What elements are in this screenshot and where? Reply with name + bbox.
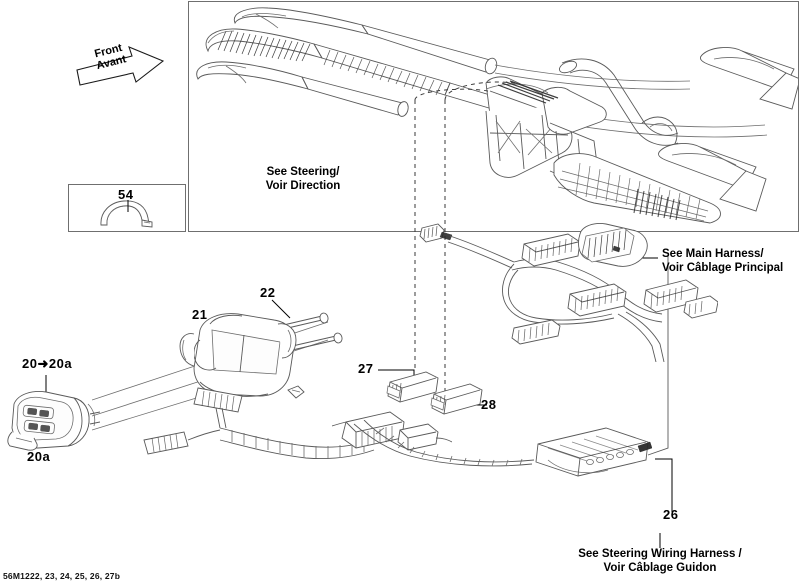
leader-26 [655,458,673,512]
callout-27: 27 [358,361,374,376]
part-54-drawing [100,200,153,228]
note-see-steering-line2: Voir Direction [265,179,341,192]
center-connector-cluster-drawing [332,411,452,451]
callout-54: 54 [118,187,134,202]
callout-20a: 20a [27,449,51,464]
connector-27-28-drawing [386,371,483,415]
note-steering-harness-line2: Voir Câblage Guidon [603,561,717,574]
connector-28 [430,383,483,415]
left-handlebar-switch-drawing [7,391,100,451]
note-see-steering-wiring-harness: See Steering Wiring Harness / Voir Câbla… [536,548,784,575]
steering-assembly-drawing [196,7,798,224]
callout-21: 21 [192,307,208,322]
connector-27 [386,371,439,403]
note-see-steering: See Steering/ Voir Direction [238,166,368,193]
note-steering-harness-line1: See Steering Wiring Harness / [578,548,742,560]
note-see-main-harness: See Main Harness/ Voir Câblage Principal [662,248,783,275]
part-54-inset-panel [68,184,186,232]
callout-20: 20➜20a [22,356,73,371]
main-harness-drawing [419,223,718,362]
note-main-harness-line2: Voir Câblage Principal [662,261,784,274]
bottom-harness-drawing [353,420,652,477]
steering-assembly-panel [188,1,799,232]
note-main-harness-line1: See Main Harness/ [662,248,764,260]
callout-26: 26 [663,507,679,522]
front-arrow-icon [74,44,166,86]
footer-code: 56M1222, 23, 24, 25, 26, 27b [3,571,121,581]
throttle-housing-drawing [92,312,375,460]
callout-22: 22 [260,285,276,300]
note-see-steering-line1: See Steering/ [266,166,340,178]
callout-28: 28 [481,397,497,412]
